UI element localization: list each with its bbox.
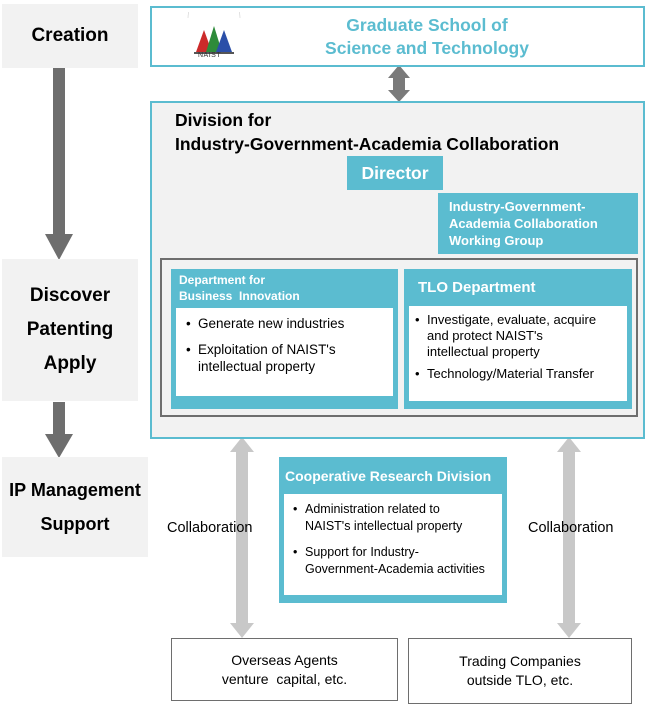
working-group-box: Industry-Government- Academia Collaborat… bbox=[438, 193, 638, 254]
trading-companies-line1: Trading Companies bbox=[459, 653, 581, 669]
tlo-item-investigate-line3: intellectual property bbox=[427, 344, 540, 359]
right-collaboration-arrow bbox=[557, 437, 581, 638]
trading-companies-box: Trading Companies outside TLO, etc. bbox=[408, 638, 632, 704]
coop-item-administration-line1: Administration related to bbox=[305, 502, 440, 516]
working-group-line3: Working Group bbox=[449, 233, 544, 248]
stage-ip-line: IP Management bbox=[9, 480, 141, 500]
cooperative-research-title: Cooperative Research Division bbox=[285, 468, 492, 484]
cooperative-research-content: Administration related to NAIST's intell… bbox=[284, 494, 502, 595]
flow-arrow-shaft-bottom bbox=[53, 402, 65, 434]
coop-item-administration: Administration related to NAIST's intell… bbox=[293, 501, 498, 535]
tlo-item-transfer: Technology/Material Transfer bbox=[415, 366, 621, 382]
coop-item-support: Support for Industry- Government-Academi… bbox=[293, 544, 498, 578]
overseas-agents-box: Overseas Agents venture capital, etc. bbox=[171, 638, 398, 701]
tlo-department: TLO Department Investigate, evaluate, ac… bbox=[404, 269, 632, 409]
coop-item-support-line1: Support for Industry- bbox=[305, 545, 419, 559]
business-innovation-department: Department for Business Innovation Gener… bbox=[171, 269, 398, 409]
tlo-item-investigate: Investigate, evaluate, acquire and prote… bbox=[415, 312, 621, 360]
left-collaboration-arrow bbox=[230, 437, 254, 638]
collaboration-label-left: Collaboration bbox=[167, 520, 253, 536]
naist-logo-abbr: NAIST bbox=[198, 52, 222, 59]
graduate-school-title: Graduate School of Science and Technolog… bbox=[252, 14, 602, 60]
stage-creation: Creation bbox=[2, 4, 138, 68]
bi-item-generate-text: Generate new industries bbox=[198, 316, 345, 331]
bi-item-exploitation-line1: Exploitation of NAIST's bbox=[198, 342, 336, 357]
flow-arrow-head-top bbox=[45, 234, 73, 260]
stage-creation-label: Creation bbox=[31, 25, 109, 46]
trading-companies-line2: outside TLO, etc. bbox=[466, 672, 574, 688]
collaboration-label-right: Collaboration bbox=[528, 520, 614, 536]
graduate-school-title-line1: Graduate School of bbox=[346, 15, 508, 35]
stage-apply-line: Apply bbox=[43, 353, 97, 374]
bi-item-exploitation: Exploitation of NAIST's intellectual pro… bbox=[186, 341, 387, 375]
working-group-line1: Industry-Government- bbox=[449, 199, 586, 214]
tlo-content: Investigate, evaluate, acquire and prote… bbox=[409, 306, 627, 401]
graduate-school-box: NAIST Graduate School of Science and Tec… bbox=[150, 0, 645, 67]
overseas-agents-line2: venture capital, etc. bbox=[221, 670, 348, 687]
business-innovation-content: Generate new industries Exploitation of … bbox=[176, 308, 393, 396]
flow-arrow-head-bottom bbox=[45, 434, 73, 458]
division-title-line1: Division for bbox=[175, 110, 272, 130]
graduate-school-title-line2: Science and Technology bbox=[325, 38, 529, 58]
director-label: Director bbox=[361, 162, 429, 183]
coop-item-support-line2: Government-Academia activities bbox=[305, 562, 485, 576]
working-group-line2: Academia Collaboration bbox=[449, 216, 598, 231]
division-title: Division for Industry-Government-Academi… bbox=[175, 108, 559, 156]
bi-item-exploitation-line2: intellectual property bbox=[198, 359, 316, 374]
director-box: Director bbox=[347, 156, 443, 190]
business-innovation-title-line2: Business Innovation bbox=[179, 289, 300, 303]
departments-frame bbox=[160, 258, 638, 417]
naist-logo-emblem-icon bbox=[187, 0, 241, 54]
stage-ip-management: IP Management Support bbox=[2, 457, 148, 557]
cooperative-research-division: Cooperative Research Division Administra… bbox=[279, 457, 507, 603]
tlo-item-investigate-line1: Investigate, evaluate, acquire bbox=[427, 312, 597, 327]
division-title-line2: Industry-Government-Academia Collaborati… bbox=[175, 134, 560, 154]
business-innovation-title-line1: Department for bbox=[179, 273, 266, 287]
flow-arrow-shaft-top bbox=[53, 68, 65, 234]
naist-logo: NAIST bbox=[182, 0, 246, 62]
stage-patenting-line: Patenting bbox=[26, 319, 114, 340]
school-division-double-arrow bbox=[388, 65, 410, 102]
stage-support-line: Support bbox=[40, 514, 110, 534]
tlo-item-transfer-text: Technology/Material Transfer bbox=[427, 366, 594, 381]
business-innovation-title: Department for Business Innovation bbox=[179, 272, 300, 304]
tlo-item-investigate-line2: and protect NAIST's bbox=[427, 328, 543, 343]
overseas-agents-line1: Overseas Agents bbox=[231, 651, 338, 668]
bi-item-generate: Generate new industries bbox=[186, 315, 387, 332]
coop-item-administration-line2: NAIST's intellectual property bbox=[305, 519, 463, 533]
stage-discover: Discover Patenting Apply bbox=[2, 259, 138, 401]
stage-discover-line: Discover bbox=[29, 285, 111, 306]
tlo-title: TLO Department bbox=[418, 279, 536, 296]
